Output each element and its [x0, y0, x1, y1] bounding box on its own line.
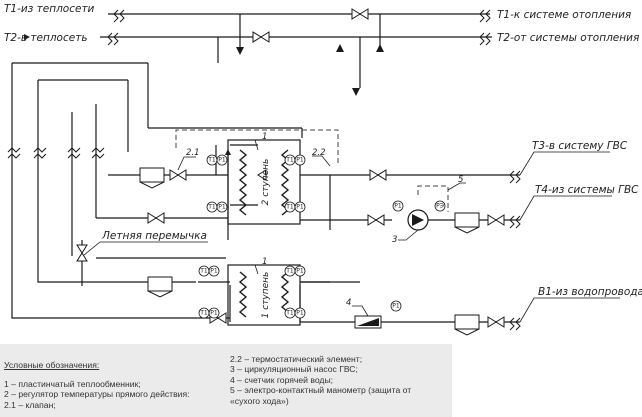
- t4-dhw-label: Т4-из системы ГВС: [535, 184, 639, 196]
- legend-item: 1 – пластинчатый теплообменник;: [4, 379, 141, 389]
- callout-5: 5: [458, 175, 463, 185]
- pressure-gauge-tag: Р1: [296, 204, 304, 211]
- t1-heating-label: Т1-к системе отопления: [497, 9, 631, 21]
- legend-item: 3 – циркуляционный насос ГВС;: [230, 364, 358, 375]
- pressure-gauge-tag: Р1: [218, 157, 226, 164]
- stage2-label: 2 ступень: [261, 159, 271, 206]
- t1-supply-label: Т1-из теплосети: [4, 3, 95, 15]
- thermometer-tag: Т1: [207, 157, 216, 164]
- pressure-gauge-tag: Р1: [210, 268, 218, 275]
- legend-panel: Условные обозначения: 1 – пластинчатый т…: [0, 344, 452, 417]
- legend-item: 2.2 – термостатический элемент;: [230, 354, 363, 364]
- legend-title: Условные обозначения:: [4, 360, 100, 370]
- callout-numbers: 1 1 2.1 2.2 3 4 5: [186, 132, 463, 308]
- callout-1-upper: 1: [262, 132, 267, 142]
- thermometer-tag: Т1: [207, 204, 216, 211]
- pressure-gauge-tag: Р1: [296, 157, 304, 164]
- t2-heating-label: Т2-от системы отопления: [497, 32, 639, 44]
- thermometer-tag: Т1: [285, 310, 294, 317]
- thermometer-tag: Т1: [199, 310, 208, 317]
- legend-item: 2.1 – клапан;: [4, 399, 56, 410]
- callout-1-lower: 1: [262, 257, 267, 267]
- pressure-gauge-tag: Р1: [218, 204, 226, 211]
- electro-contact-gauge-tag: РЭ: [436, 203, 444, 210]
- stage1-label: 1 ступень: [261, 272, 271, 319]
- legend-column-left: Условные обозначения: 1 – пластинчатый т…: [4, 360, 224, 410]
- callout-2-1: 2.1: [186, 148, 200, 158]
- b1-water-label: В1-из водопровода: [538, 286, 642, 298]
- pipe-labels: Т1-из теплосети Т2-в теплосеть Т1-к сист…: [4, 3, 642, 298]
- callout-2-2: 2.2: [312, 148, 326, 158]
- legend-item: 5 – электро-контактный манометр (защита …: [230, 385, 412, 396]
- legend-item: «сухого хода»): [230, 395, 289, 406]
- instrument-labels: Т1 Р1 Т1 Р1 Т1 Р1 Т1 Р1 Т1 Р1 Т1 Р1 Т1 Р…: [199, 157, 444, 317]
- pressure-gauge-tag: Р1: [210, 310, 218, 317]
- thermometer-tag: Т1: [285, 157, 294, 164]
- thermometer-tag: Т1: [199, 268, 208, 275]
- summer-bypass-label: Летняя перемычка: [101, 230, 207, 242]
- callout-3: 3: [392, 235, 397, 245]
- legend-column-right: 2.2 – термостатический элемент; 3 – цирк…: [230, 354, 450, 406]
- callout-4: 4: [346, 298, 351, 308]
- t3-dhw-label: Т3-в систему ГВС: [532, 140, 628, 152]
- pressure-gauge-tag: Р1: [296, 310, 304, 317]
- legend-item: 2 – регулятор температуры прямого действ…: [4, 389, 190, 400]
- legend-item: 4 – счетчик горячей воды;: [230, 374, 334, 385]
- pressure-gauge-tag: Р1: [296, 268, 304, 275]
- t2-return-label: Т2-в теплосеть: [4, 32, 88, 44]
- thermometer-tag: Т1: [285, 268, 294, 275]
- pressure-gauge-tag: Р1: [392, 303, 400, 310]
- thermometer-tag: Т1: [285, 204, 294, 211]
- pressure-gauge-tag: Р1: [394, 203, 402, 210]
